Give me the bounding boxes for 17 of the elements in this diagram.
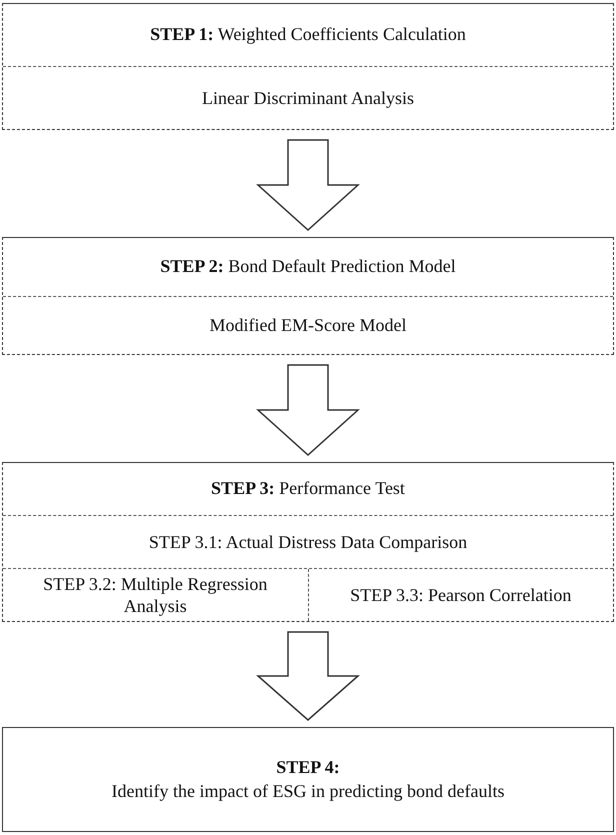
block-arrow bbox=[256, 139, 360, 231]
step-box bbox=[2, 237, 614, 355]
block-arrow bbox=[256, 631, 360, 721]
method-cell: Linear Discriminant Analysis bbox=[3, 67, 613, 129]
step-box bbox=[2, 3, 614, 130]
step-heading: STEP 4: bbox=[276, 756, 340, 780]
step-box bbox=[2, 462, 614, 622]
step-text: STEP 2: Bond Default Prediction Model bbox=[160, 255, 456, 278]
step-text: STEP 3: Performance Test bbox=[211, 477, 405, 500]
step-box bbox=[2, 727, 614, 832]
step-text: STEP 1: Weighted Coefficients Calculation bbox=[150, 23, 466, 46]
step-text: Identify the impact of ESG in predicting bond defaults bbox=[112, 780, 504, 803]
method-cell: STEP 3.2: Multiple Regression Analysis bbox=[3, 569, 308, 621]
block-arrow bbox=[256, 364, 360, 456]
method-cell: Modified EM-Score Model bbox=[3, 296, 613, 354]
method-cell: STEP 3.3: Pearson Correlation bbox=[308, 569, 613, 621]
method-cell: STEP 3.1: Actual Distress Data Comparison bbox=[3, 516, 613, 568]
